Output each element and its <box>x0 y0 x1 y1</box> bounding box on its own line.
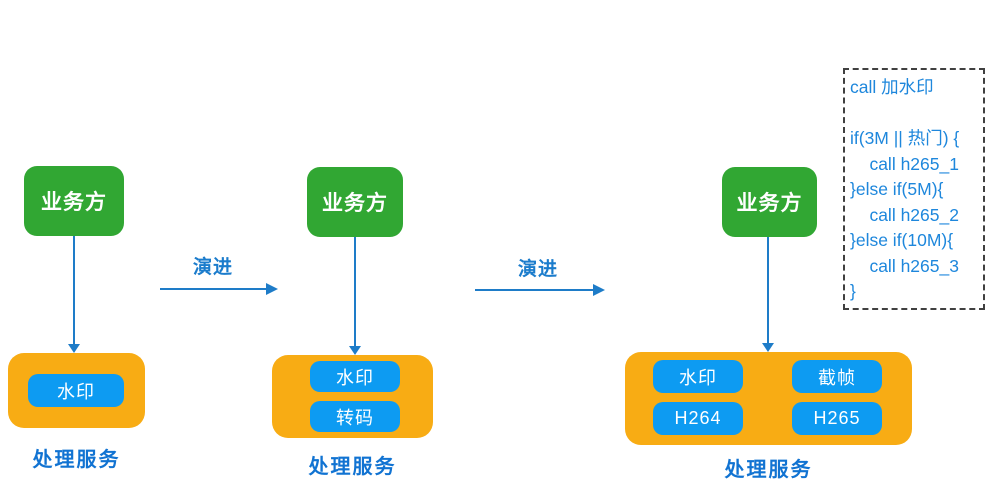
stage3-module-h264-label: H264 <box>674 408 722 428</box>
code-line <box>850 101 978 127</box>
stage1-service-box: 水印 <box>8 353 145 428</box>
stage2-actor-label: 业务方 <box>322 192 388 215</box>
stage3-down-arrow-line <box>767 237 769 343</box>
code-line: call h265_2 <box>850 204 959 225</box>
code-line: } <box>850 281 856 301</box>
stage1-module-watermark: 水印 <box>28 374 124 407</box>
code-line: }else if(10M){ <box>850 230 954 250</box>
evolution-arrow1-label: 演进 <box>192 257 233 278</box>
evolution-arrow2-line <box>475 289 593 291</box>
stage2-module-transcode: 转码 <box>310 401 400 432</box>
stage2-actor-box: 业务方 <box>307 167 403 237</box>
stage2-module-watermark: 水印 <box>310 361 400 392</box>
stage2-down-arrow-head-icon <box>349 346 361 355</box>
stage2-module-transcode-label: 转码 <box>336 407 374 428</box>
stage3-module-h265-label: H265 <box>813 408 861 428</box>
stage3-module-framecapture-label: 截帧 <box>818 367 856 388</box>
code-line: call h265_3 <box>850 255 959 276</box>
stage3-module-watermark: 水印 <box>653 360 743 393</box>
stage2-down-arrow-line <box>354 237 356 346</box>
stage1-down-arrow-line <box>73 236 75 344</box>
evolution-arrow1-head-icon <box>266 283 278 295</box>
stage3-actor-label: 业务方 <box>736 192 803 215</box>
stage3-module-h264: H264 <box>653 402 743 435</box>
evolution-arrow2-label: 演进 <box>517 259 558 280</box>
stage2-module-watermark-label: 水印 <box>336 367 374 388</box>
stage3-module-framecapture: 截帧 <box>792 360 882 393</box>
evolution-arrow1-line <box>160 288 266 290</box>
stage1-module-watermark-label: 水印 <box>57 381 95 402</box>
stage2-service-box: 水印 转码 <box>272 355 433 438</box>
stage1-service-label: 处理服务 <box>32 449 121 471</box>
code-line: call h265_1 <box>850 153 959 174</box>
stage3-module-h265: H265 <box>792 402 882 435</box>
stage3-service-label: 处理服务 <box>724 459 813 481</box>
code-note-box: call 加水印 if(3M || 热门) { call h265_1 }els… <box>843 68 985 310</box>
evolution-arrow2-head-icon <box>593 284 605 296</box>
stage1-down-arrow-head-icon <box>68 344 80 353</box>
code-line: }else if(5M){ <box>850 179 944 199</box>
stage3-service-box: 水印 截帧 H264 H265 <box>625 352 912 445</box>
stage3-down-arrow-head-icon <box>762 343 774 352</box>
code-line: call 加水印 <box>850 77 934 97</box>
stage1-actor-label: 业务方 <box>41 191 107 214</box>
code-line: if(3M || 热门) { <box>850 128 960 148</box>
stage1-actor-box: 业务方 <box>24 166 124 236</box>
stage3-module-watermark-label: 水印 <box>679 367 717 388</box>
stage3-actor-box: 业务方 <box>722 167 817 237</box>
stage2-service-label: 处理服务 <box>308 456 397 478</box>
